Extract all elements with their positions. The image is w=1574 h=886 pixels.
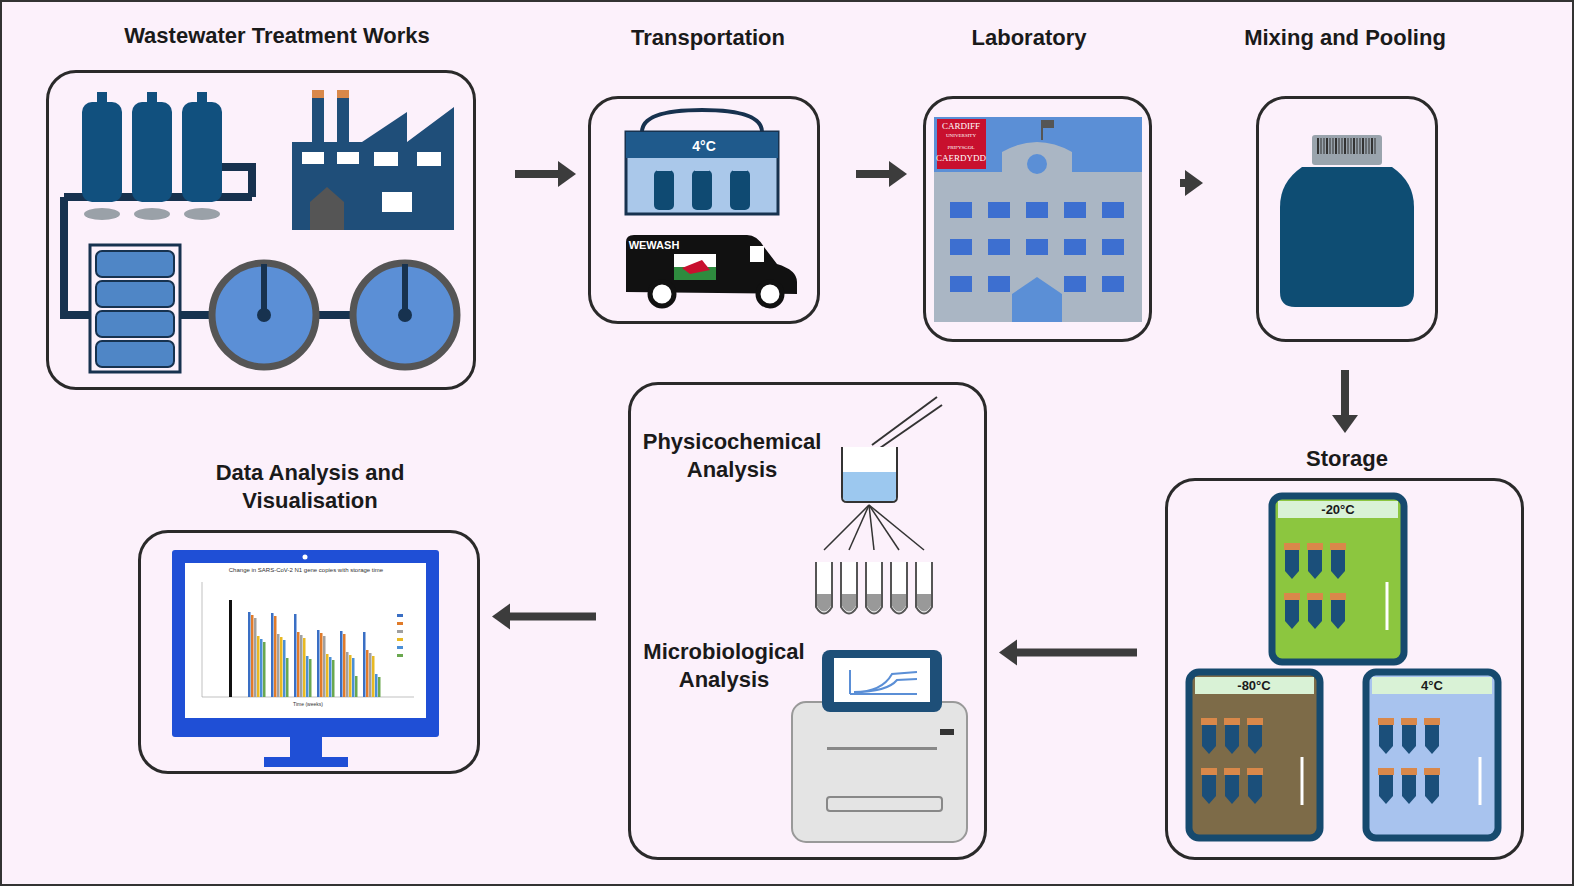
process-box: Mixing and Pooling — [1256, 96, 1438, 342]
cooler-label: 4°C — [692, 139, 716, 154]
flow-arrow — [492, 604, 596, 630]
arrow-shaft — [1013, 649, 1137, 657]
arrow-shaft — [856, 170, 893, 178]
process-box: Storage-20°C-80°C4°C — [1165, 478, 1524, 860]
logo-text: CAERDYDD — [936, 154, 986, 164]
freezer-unit: 4°C — [1366, 672, 1498, 838]
temperature-label: -20°C — [1279, 501, 1397, 518]
node-heading: Wastewater Treatment Works — [67, 22, 487, 50]
arrow-shaft — [1341, 370, 1349, 419]
node-heading: Storage — [1247, 445, 1447, 473]
process-box: Wastewater Treatment Works — [46, 70, 476, 390]
arrow-shaft — [506, 613, 596, 621]
temperature-label: -80°C — [1195, 677, 1313, 694]
axis-label: Time (weeks) — [293, 702, 323, 708]
process-box: Transportation — [588, 96, 820, 324]
node-heading: Microbiological Analysis — [624, 638, 824, 693]
node-heading: Data Analysis and Visualisation — [203, 459, 418, 514]
process-box: Physicochemical AnalysisMicrobiological … — [628, 382, 987, 860]
flow-arrow — [999, 640, 1137, 666]
flow-arrow — [856, 161, 907, 187]
freezer-unit: -20°C — [1272, 496, 1404, 662]
flow-arrow — [1332, 370, 1358, 433]
arrow-shaft — [515, 170, 562, 178]
logo-text: CARDIFF — [942, 122, 980, 132]
arrow-head — [1185, 170, 1203, 196]
node-heading: Mixing and Pooling — [1215, 24, 1475, 52]
arrow-head — [889, 161, 907, 187]
arrow-head — [492, 604, 510, 630]
arrow-head — [558, 161, 576, 187]
chart-title: Change in SARS-CoV-2 N1 gene copies with… — [229, 567, 383, 574]
node-heading: Physicochemical Analysis — [632, 428, 832, 483]
van-label: WEWASH — [629, 239, 680, 251]
logo-text: UNIVERSITY — [946, 133, 976, 139]
temperature-label: 4°C — [1373, 677, 1491, 694]
freezer-unit: -80°C — [1189, 672, 1320, 838]
flow-arrow — [515, 161, 576, 187]
arrow-head — [1332, 415, 1358, 433]
logo-text: PRIFYSGOL — [947, 145, 974, 151]
process-box: Laboratory — [923, 96, 1152, 342]
node-heading: Laboratory — [919, 24, 1139, 52]
flow-arrow — [1180, 170, 1203, 196]
node-heading: Transportation — [588, 24, 828, 52]
process-box: Data Analysis and Visualisation — [138, 530, 480, 774]
arrow-head — [999, 640, 1017, 666]
